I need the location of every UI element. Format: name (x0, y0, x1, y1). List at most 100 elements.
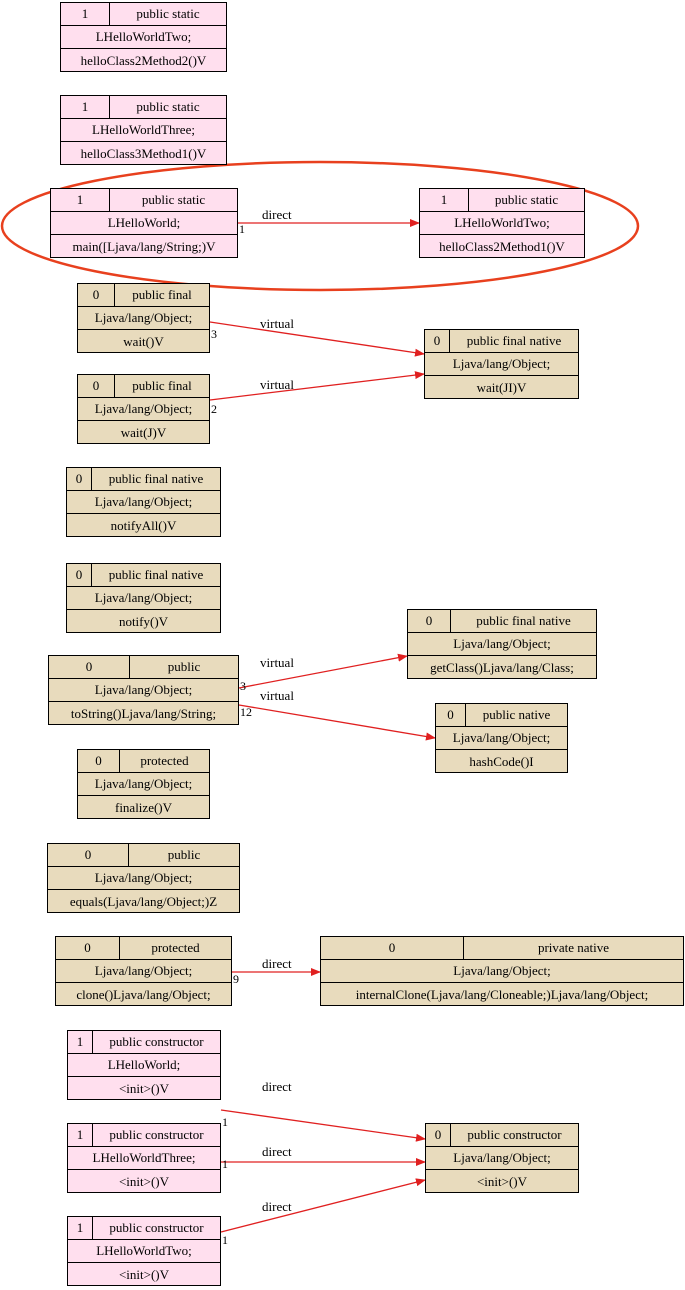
call-edge (238, 653, 408, 689)
node-index: 1 (51, 189, 110, 211)
node-modifier: public constructor (109, 1220, 204, 1235)
edge-label: direct (262, 1144, 292, 1159)
node-method: notify()V (118, 613, 169, 629)
edge-port-number: 1 (222, 1233, 228, 1247)
node-class: Ljava/lang/Object; (94, 963, 193, 978)
method-node[interactable]: 0 protected Ljava/lang/Object; clone()Lja… (55, 936, 232, 1006)
edge-port-number: 2 (211, 402, 217, 416)
edge-port-number: 3 (211, 327, 217, 341)
node-modifier: public (167, 847, 201, 862)
node-index: 0 (49, 656, 130, 678)
highlight-ellipse (0, 160, 640, 292)
node-modifier: public final native (108, 471, 204, 486)
node-modifier: public final native (476, 613, 571, 628)
method-node[interactable]: 0 public Ljava/lang/Object; equals(Ljava/… (47, 843, 240, 913)
edge-label: virtual (260, 688, 294, 703)
node-class: Ljava/lang/Object; (94, 401, 193, 416)
node-method: wait(J)V (120, 424, 167, 440)
node-method: main([Ljava/lang/String;)V (72, 238, 216, 254)
node-index: 1 (68, 1031, 93, 1053)
method-node[interactable]: 1 public constructor LHelloWorldTwo; <ini… (67, 1216, 221, 1286)
call-edge (209, 321, 425, 357)
node-method: hashCode()I (469, 753, 534, 769)
edge-port-number: 1 (222, 1157, 228, 1171)
node-class: Ljava/lang/Object; (94, 310, 193, 325)
edge-label: virtual (260, 316, 294, 331)
node-modifier: public final (132, 378, 192, 393)
node-class: LHelloWorldThree; (92, 1150, 196, 1165)
node-modifier: public constructor (109, 1034, 204, 1049)
node-method: equals(Ljava/lang/Object;)Z (69, 893, 218, 909)
node-class: LHelloWorld; (107, 215, 181, 230)
edge-port-number: 12 (240, 705, 252, 719)
node-index: 0 (426, 1124, 451, 1146)
call-edge (238, 704, 436, 741)
node-index: 0 (78, 750, 120, 772)
node-index: 0 (436, 704, 466, 726)
node-index: 1 (61, 3, 110, 25)
node-class: Ljava/lang/Object; (94, 870, 193, 885)
node-method: <init>()V (476, 1173, 528, 1189)
node-class: LHelloWorldTwo; (96, 1243, 192, 1258)
node-method: notifyAll()V (110, 517, 177, 533)
method-node[interactable]: 0 public final Ljava/lang/Object; wait(J)… (77, 374, 210, 444)
node-modifier: public final native (466, 333, 562, 348)
edge-port-number: 1 (222, 1115, 228, 1129)
method-node[interactable]: 0 public constructor Ljava/lang/Object; <… (425, 1123, 579, 1193)
node-class: Ljava/lang/Object; (452, 356, 551, 371)
node-index: 0 (78, 375, 115, 397)
edge-label: direct (262, 1079, 292, 1094)
node-index: 0 (56, 937, 120, 959)
node-class: Ljava/lang/Object; (453, 963, 551, 978)
node-class: Ljava/lang/Object; (94, 776, 193, 791)
node-index: 1 (68, 1124, 93, 1146)
node-modifier: public final (132, 287, 192, 302)
node-index: 0 (67, 564, 92, 586)
node-modifier: public static (494, 192, 559, 207)
node-class: Ljava/lang/Object; (94, 590, 193, 605)
node-class: Ljava/lang/Object; (453, 1150, 551, 1165)
node-method: wait()V (123, 333, 164, 349)
node-index: 1 (61, 96, 110, 118)
node-method: helloClass2Method2()V (80, 52, 207, 68)
node-index: 0 (48, 844, 129, 866)
node-class: LHelloWorldThree; (92, 122, 195, 137)
node-modifier: protected (151, 940, 200, 955)
node-class: Ljava/lang/Object; (453, 636, 551, 651)
node-method: finalize()V (114, 799, 173, 815)
node-index: 0 (67, 468, 92, 490)
node-modifier: private native (537, 940, 610, 955)
node-method: toString()Ljava/lang/String; (70, 705, 217, 721)
node-method: <init>()V (118, 1266, 170, 1282)
node-index: 1 (68, 1217, 93, 1239)
node-class: Ljava/lang/Object; (452, 730, 551, 745)
node-method: internalClone(Ljava/lang/Cloneable;)Ljav… (355, 986, 649, 1002)
node-class: Ljava/lang/Object; (94, 494, 193, 509)
method-node[interactable]: 1 public static LHelloWorld; main([Ljava/… (50, 188, 238, 258)
node-method: clone()Ljava/lang/Object; (76, 986, 211, 1002)
node-modifier: public static (141, 192, 206, 207)
node-method: helloClass2Method1()V (439, 238, 565, 254)
edge-label: virtual (260, 655, 294, 670)
node-modifier: protected (140, 753, 189, 768)
node-modifier: public static (136, 99, 200, 114)
node-modifier: public constructor (467, 1127, 562, 1142)
node-index: 0 (425, 330, 450, 352)
method-node[interactable]: 0 protected Ljava/lang/Object; finalize()… (77, 749, 210, 819)
call-edge (220, 1109, 426, 1142)
node-method: wait(JI)V (476, 379, 527, 395)
node-modifier: public final native (108, 567, 204, 582)
